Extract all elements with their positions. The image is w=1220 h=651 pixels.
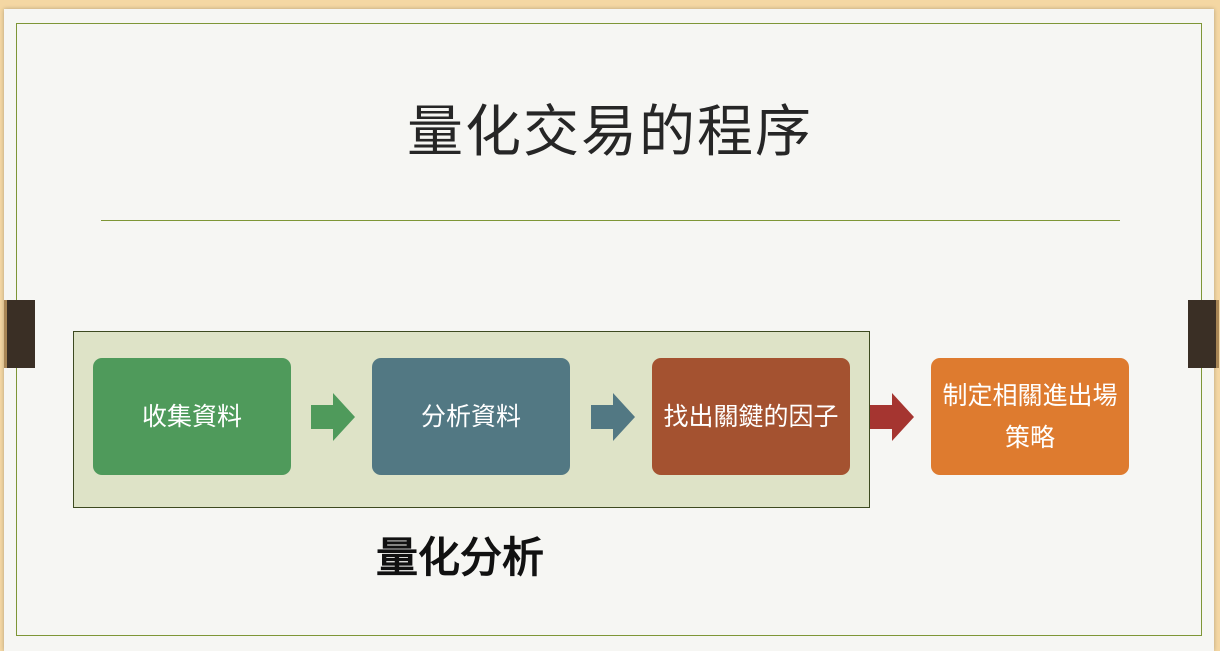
right-binder-tab	[1188, 300, 1219, 368]
group-label: 量化分析	[375, 533, 544, 582]
step-analyze-data: 分析資料	[372, 358, 570, 475]
slide-title: 量化交易的程序	[407, 100, 813, 165]
left-binder-tab	[4, 300, 35, 368]
title-divider	[101, 220, 1120, 221]
slide	[4, 9, 1214, 651]
step-find-key-factors: 找出關鍵的因子	[652, 358, 850, 475]
arrow-right-icon	[311, 393, 355, 441]
arrow-right-icon	[591, 393, 635, 441]
step-collect-data: 收集資料	[93, 358, 291, 475]
arrow-right-icon	[870, 393, 914, 441]
step-entry-exit-strategy: 制定相關進出場策略	[931, 358, 1129, 475]
